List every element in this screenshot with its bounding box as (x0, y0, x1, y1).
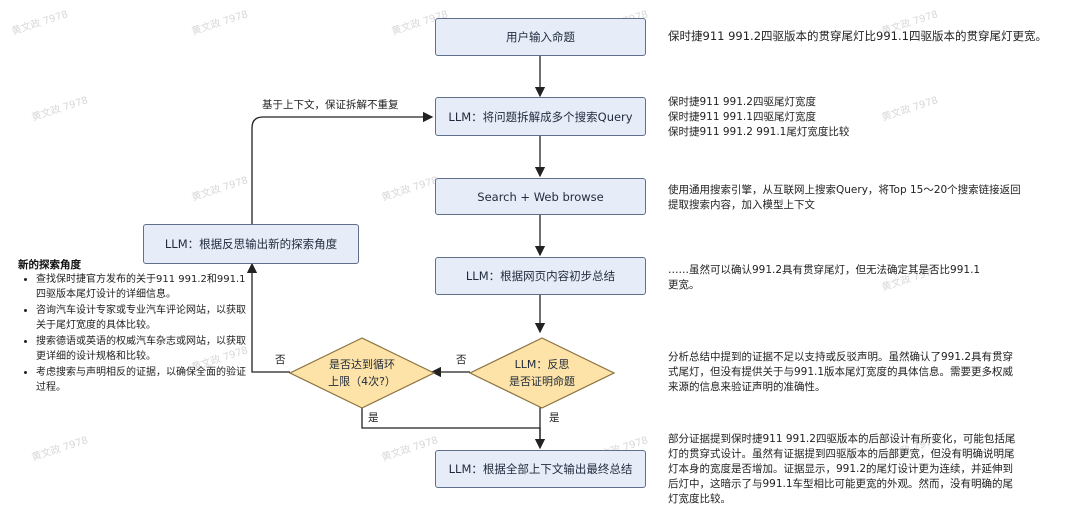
arrow-loop-yes (361, 406, 541, 446)
note-search: 使用通用搜索引擎，从互联网上搜索Query，将Top 15～20个搜索链接返回提… (668, 184, 1021, 211)
side-item: 咨询汽车设计专家或专业汽车评论网站，以获取关于尾灯宽度的具体比较。 (36, 303, 246, 333)
side-item: 搜索德语或英语的权威汽车杂志或网站，以获取更详细的设计规格和比较。 (36, 334, 246, 364)
side-title: 新的探索角度 (18, 259, 81, 271)
note-final: 部分证据提到保时捷911 991.2四驱版本的后部设计有所变化，可能包括尾灯的贯… (668, 433, 1016, 505)
node-decompose: LLM：将问题拆解成多个搜索Query (435, 97, 646, 136)
arrow-feedback-path (251, 111, 434, 224)
note-reflect: 分析总结中提到的证据不足以支持或反驳声明。虽然确认了991.2具有贯穿式尾灯，但… (668, 351, 1014, 393)
node-search: Search + Web browse (435, 178, 646, 215)
note-user-input: 保时捷911 991.2四驱版本的贯穿尾灯比991.1四驱版本的贯穿尾灯更宽。 (668, 29, 1047, 43)
feedback-label: 基于上下文，保证拆解不重复 (262, 99, 399, 111)
note-decompose: 保时捷911 991.2四驱尾灯宽度保时捷911 991.1四驱尾灯宽度保时捷9… (668, 96, 850, 138)
arrow-loop-no (246, 262, 290, 373)
loop-diamond-label: 是否达到循环上限（4次?） (328, 358, 396, 388)
side-item: 考虑搜索与声明相反的证据，以确保全面的验证过程。 (36, 365, 246, 395)
node-new-angle: LLM：根据反思输出新的探索角度 (143, 224, 359, 264)
arrow-feedback (244, 120, 252, 224)
reflect-yes-label: 是 (549, 412, 560, 424)
loop-diamond (288, 337, 436, 409)
reflect-diamond-label: LLM：反思是否证明命题 (509, 358, 575, 388)
reflect-diamond (468, 337, 616, 409)
node-final: LLM：根据全部上下文输出最终总结 (435, 450, 646, 488)
node-user-input: 用户输入命题 (435, 18, 646, 56)
side-list: 查找保时捷官方发布的关于911 991.2和991.1四驱版本尾灯设计的详细信息… (24, 272, 246, 396)
loop-yes-label: 是 (368, 412, 379, 424)
reflect-no-label: 否 (456, 354, 467, 366)
side-item: 查找保时捷官方发布的关于911 991.2和991.1四驱版本尾灯设计的详细信息… (36, 272, 246, 302)
loop-no-label: 否 (275, 354, 286, 366)
node-summary: LLM：根据网页内容初步总结 (435, 257, 646, 295)
